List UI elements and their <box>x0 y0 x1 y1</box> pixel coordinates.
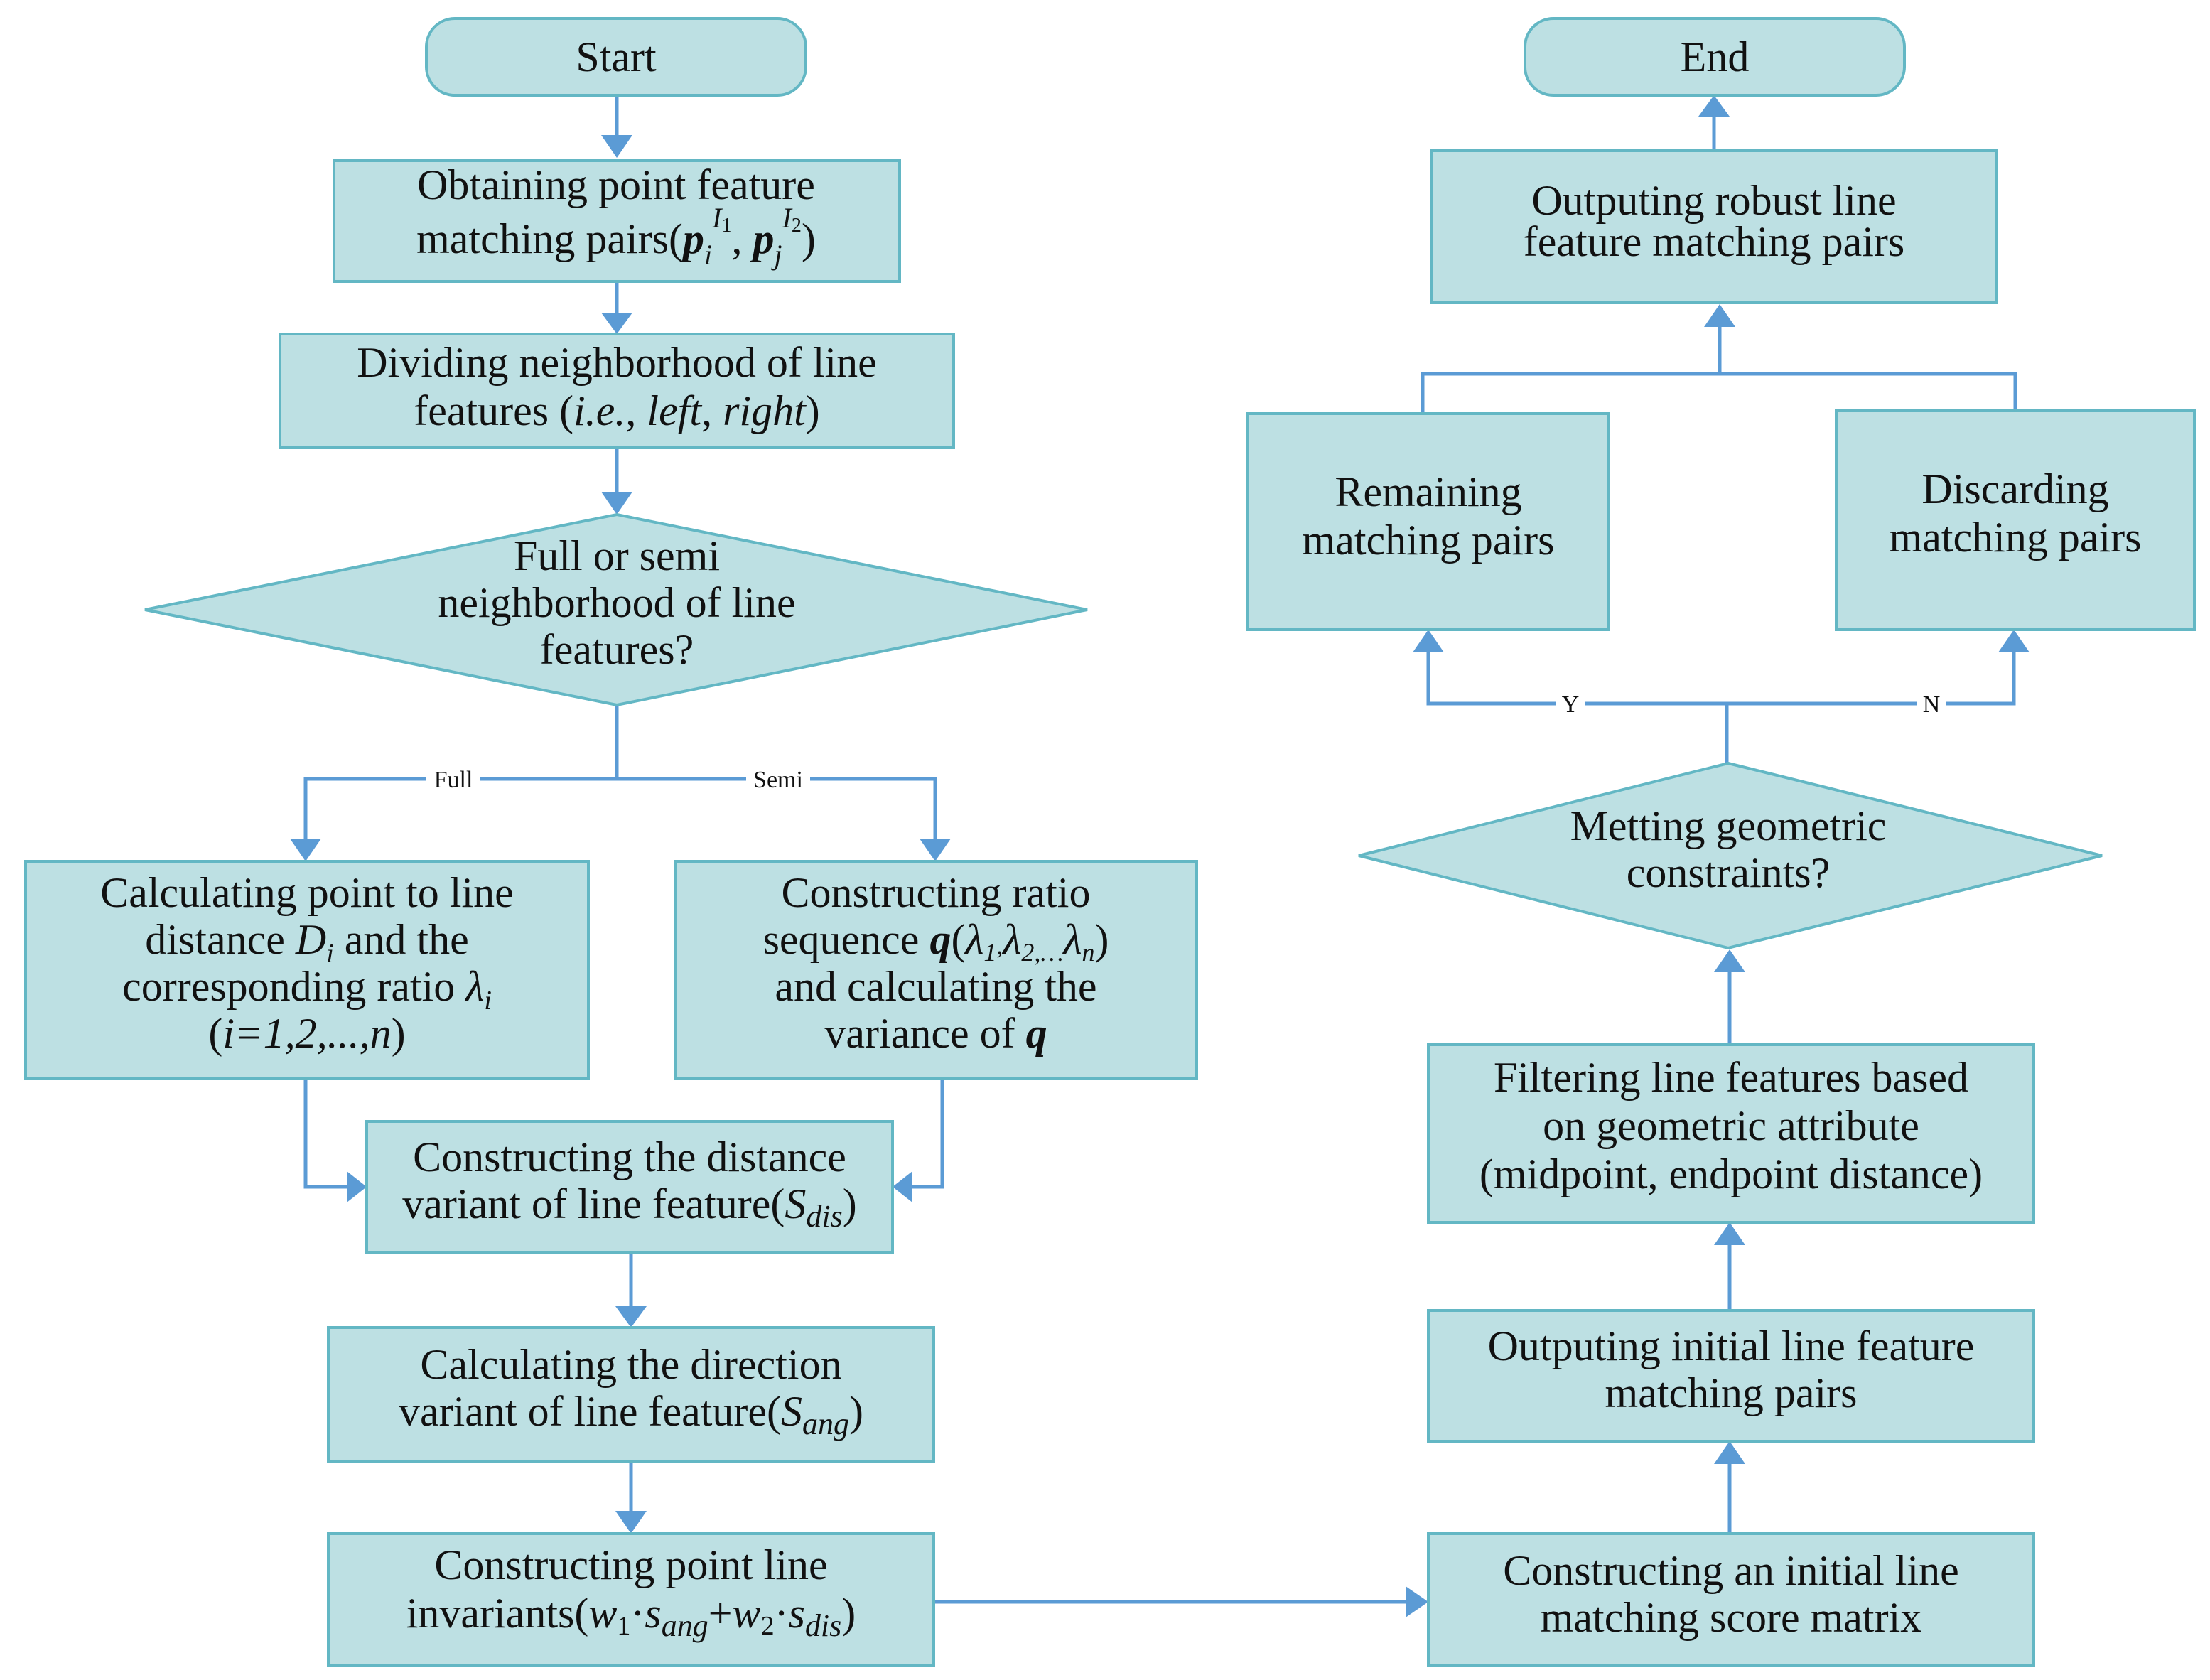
ratio-line4: variance of q <box>824 1010 1047 1057</box>
arrowhead-icon <box>290 839 321 861</box>
divide-line2: features (i.e., left, right) <box>414 387 820 434</box>
filtering-line1: Filtering line features based <box>1494 1054 1968 1101</box>
arrowhead-icon <box>1698 95 1730 117</box>
edge-label-yes: Y <box>1562 691 1580 718</box>
ratio-line1: Constructing ratio <box>782 869 1091 916</box>
arrowhead-icon <box>615 1306 647 1328</box>
decision-neighborhood-line3: features? <box>540 626 694 673</box>
edge-label-semi: Semi <box>753 767 803 793</box>
decision-geometric-node: Metting geometric constraints? <box>1358 761 2103 950</box>
end-node: End <box>1524 17 1906 97</box>
robust-pairs-node: Outputing robust line feature matching p… <box>1430 149 1998 304</box>
arrow-no-branch <box>1727 647 2016 706</box>
start-node: Start <box>425 17 807 97</box>
direction-variant-node: Calculating the direction variant of lin… <box>327 1326 935 1463</box>
edge-label-full: Full <box>434 767 473 793</box>
distance-variant-node: Constructing the distance variant of lin… <box>365 1120 894 1254</box>
calc-line3: corresponding ratio λi <box>122 963 492 1016</box>
initial-line1: Outputing initial line feature <box>1488 1323 1975 1369</box>
arrow-calc-to-distance <box>303 1079 352 1189</box>
arrowhead-icon <box>347 1171 367 1202</box>
ratio-line3: and calculating the <box>775 963 1096 1010</box>
remaining-node: Remaining matching pairs <box>1246 412 1610 631</box>
distance-line2: variant of line feature(Sdis) <box>402 1180 856 1234</box>
arrowhead-icon <box>1413 630 1444 652</box>
arrow-remaining-up <box>1421 372 2017 412</box>
decision-geometric-line1: Metting geometric <box>1570 802 1887 849</box>
arrowhead-icon <box>1714 949 1745 972</box>
score-line2: matching score matrix <box>1541 1594 1921 1641</box>
initial-line2: matching pairs <box>1605 1369 1858 1416</box>
divide-neighborhood-node: Dividing neighborhood of line features (… <box>279 333 955 449</box>
decision-neighborhood-line1: Full or semi <box>514 532 720 579</box>
point-line-invariants-node: Constructing point line invariants(w1·sa… <box>327 1532 935 1667</box>
score-line1: Constructing an initial line <box>1503 1547 1959 1594</box>
arrowhead-icon <box>920 839 951 861</box>
arrowhead-icon <box>1714 1222 1745 1245</box>
direction-line1: Calculating the direction <box>420 1341 841 1388</box>
arrowhead-icon <box>893 1171 912 1202</box>
obtain-line2: matching pairs(piI1, pjI2) <box>416 202 816 271</box>
edge-label-no: N <box>1923 691 1941 718</box>
arrowhead-icon <box>1714 1441 1745 1464</box>
arrowhead-icon <box>1998 630 2030 652</box>
distance-line1: Constructing the distance <box>413 1134 846 1180</box>
arrowhead-icon <box>601 313 632 334</box>
obtain-point-matching-node: Obtaining point feature matching pairs(p… <box>333 159 901 283</box>
calc-line2: distance Di and the <box>145 916 468 969</box>
filtering-line3: (midpoint, endpoint distance) <box>1479 1151 1983 1197</box>
decision-neighborhood-line2: neighborhood of line <box>438 579 795 626</box>
robust-line1: Outputing robust line <box>1531 177 1896 224</box>
discarding-node: Discarding matching pairs <box>1835 409 2196 631</box>
arrowhead-icon <box>1704 304 1735 327</box>
filtering-node: Filtering line features based on geometr… <box>1427 1043 2035 1224</box>
discarding-line1: Discarding <box>1921 465 2108 512</box>
arrow-yes-branch <box>1426 647 1727 706</box>
remaining-line2: matching pairs <box>1303 517 1555 564</box>
edge-labels: Full Semi Y N <box>426 691 1946 793</box>
arrowhead-icon <box>601 135 632 158</box>
divide-line1: Dividing neighborhood of line <box>357 339 877 386</box>
arrow-ratio-to-distance <box>907 1079 944 1189</box>
invariants-line2: invariants(w1·sang+w2·sdis) <box>406 1590 856 1643</box>
obtain-line1: Obtaining point feature <box>417 161 815 208</box>
ratio-line2: sequence q(λ1,λ2,…λn) <box>763 916 1109 966</box>
initial-pairs-node: Outputing initial line feature matching … <box>1427 1309 2035 1443</box>
calc-point-line-node: Calculating point to line distance Di an… <box>24 860 590 1080</box>
robust-line2: feature matching pairs <box>1524 218 1904 265</box>
decision-neighborhood-node: Full or semi neighborhood of line featur… <box>144 512 1088 707</box>
calc-line4: (i=1,2,...,n) <box>208 1010 405 1057</box>
arrowhead-icon <box>601 492 632 515</box>
start-label: Start <box>576 33 657 80</box>
construct-ratio-node: Constructing ratio sequence q(λ1,λ2,…λn)… <box>674 860 1198 1080</box>
arrow-semi-branch <box>617 777 937 846</box>
discarding-line2: matching pairs <box>1890 514 2142 561</box>
direction-line2: variant of line feature(Sang) <box>399 1388 863 1441</box>
connectors <box>290 95 2030 1617</box>
end-label: End <box>1681 33 1750 80</box>
score-matrix-node: Constructing an initial line matching sc… <box>1427 1532 2035 1667</box>
invariants-line1: Constructing point line <box>434 1541 827 1588</box>
remaining-line1: Remaining <box>1335 468 1521 515</box>
arrowhead-icon <box>615 1511 647 1534</box>
calc-line1: Calculating point to line <box>100 869 514 916</box>
filtering-line2: on geometric attribute <box>1543 1102 1919 1149</box>
arrowhead-icon <box>1406 1586 1428 1617</box>
arrow-full-branch <box>303 777 617 846</box>
decision-geometric-line2: constraints? <box>1627 849 1831 896</box>
